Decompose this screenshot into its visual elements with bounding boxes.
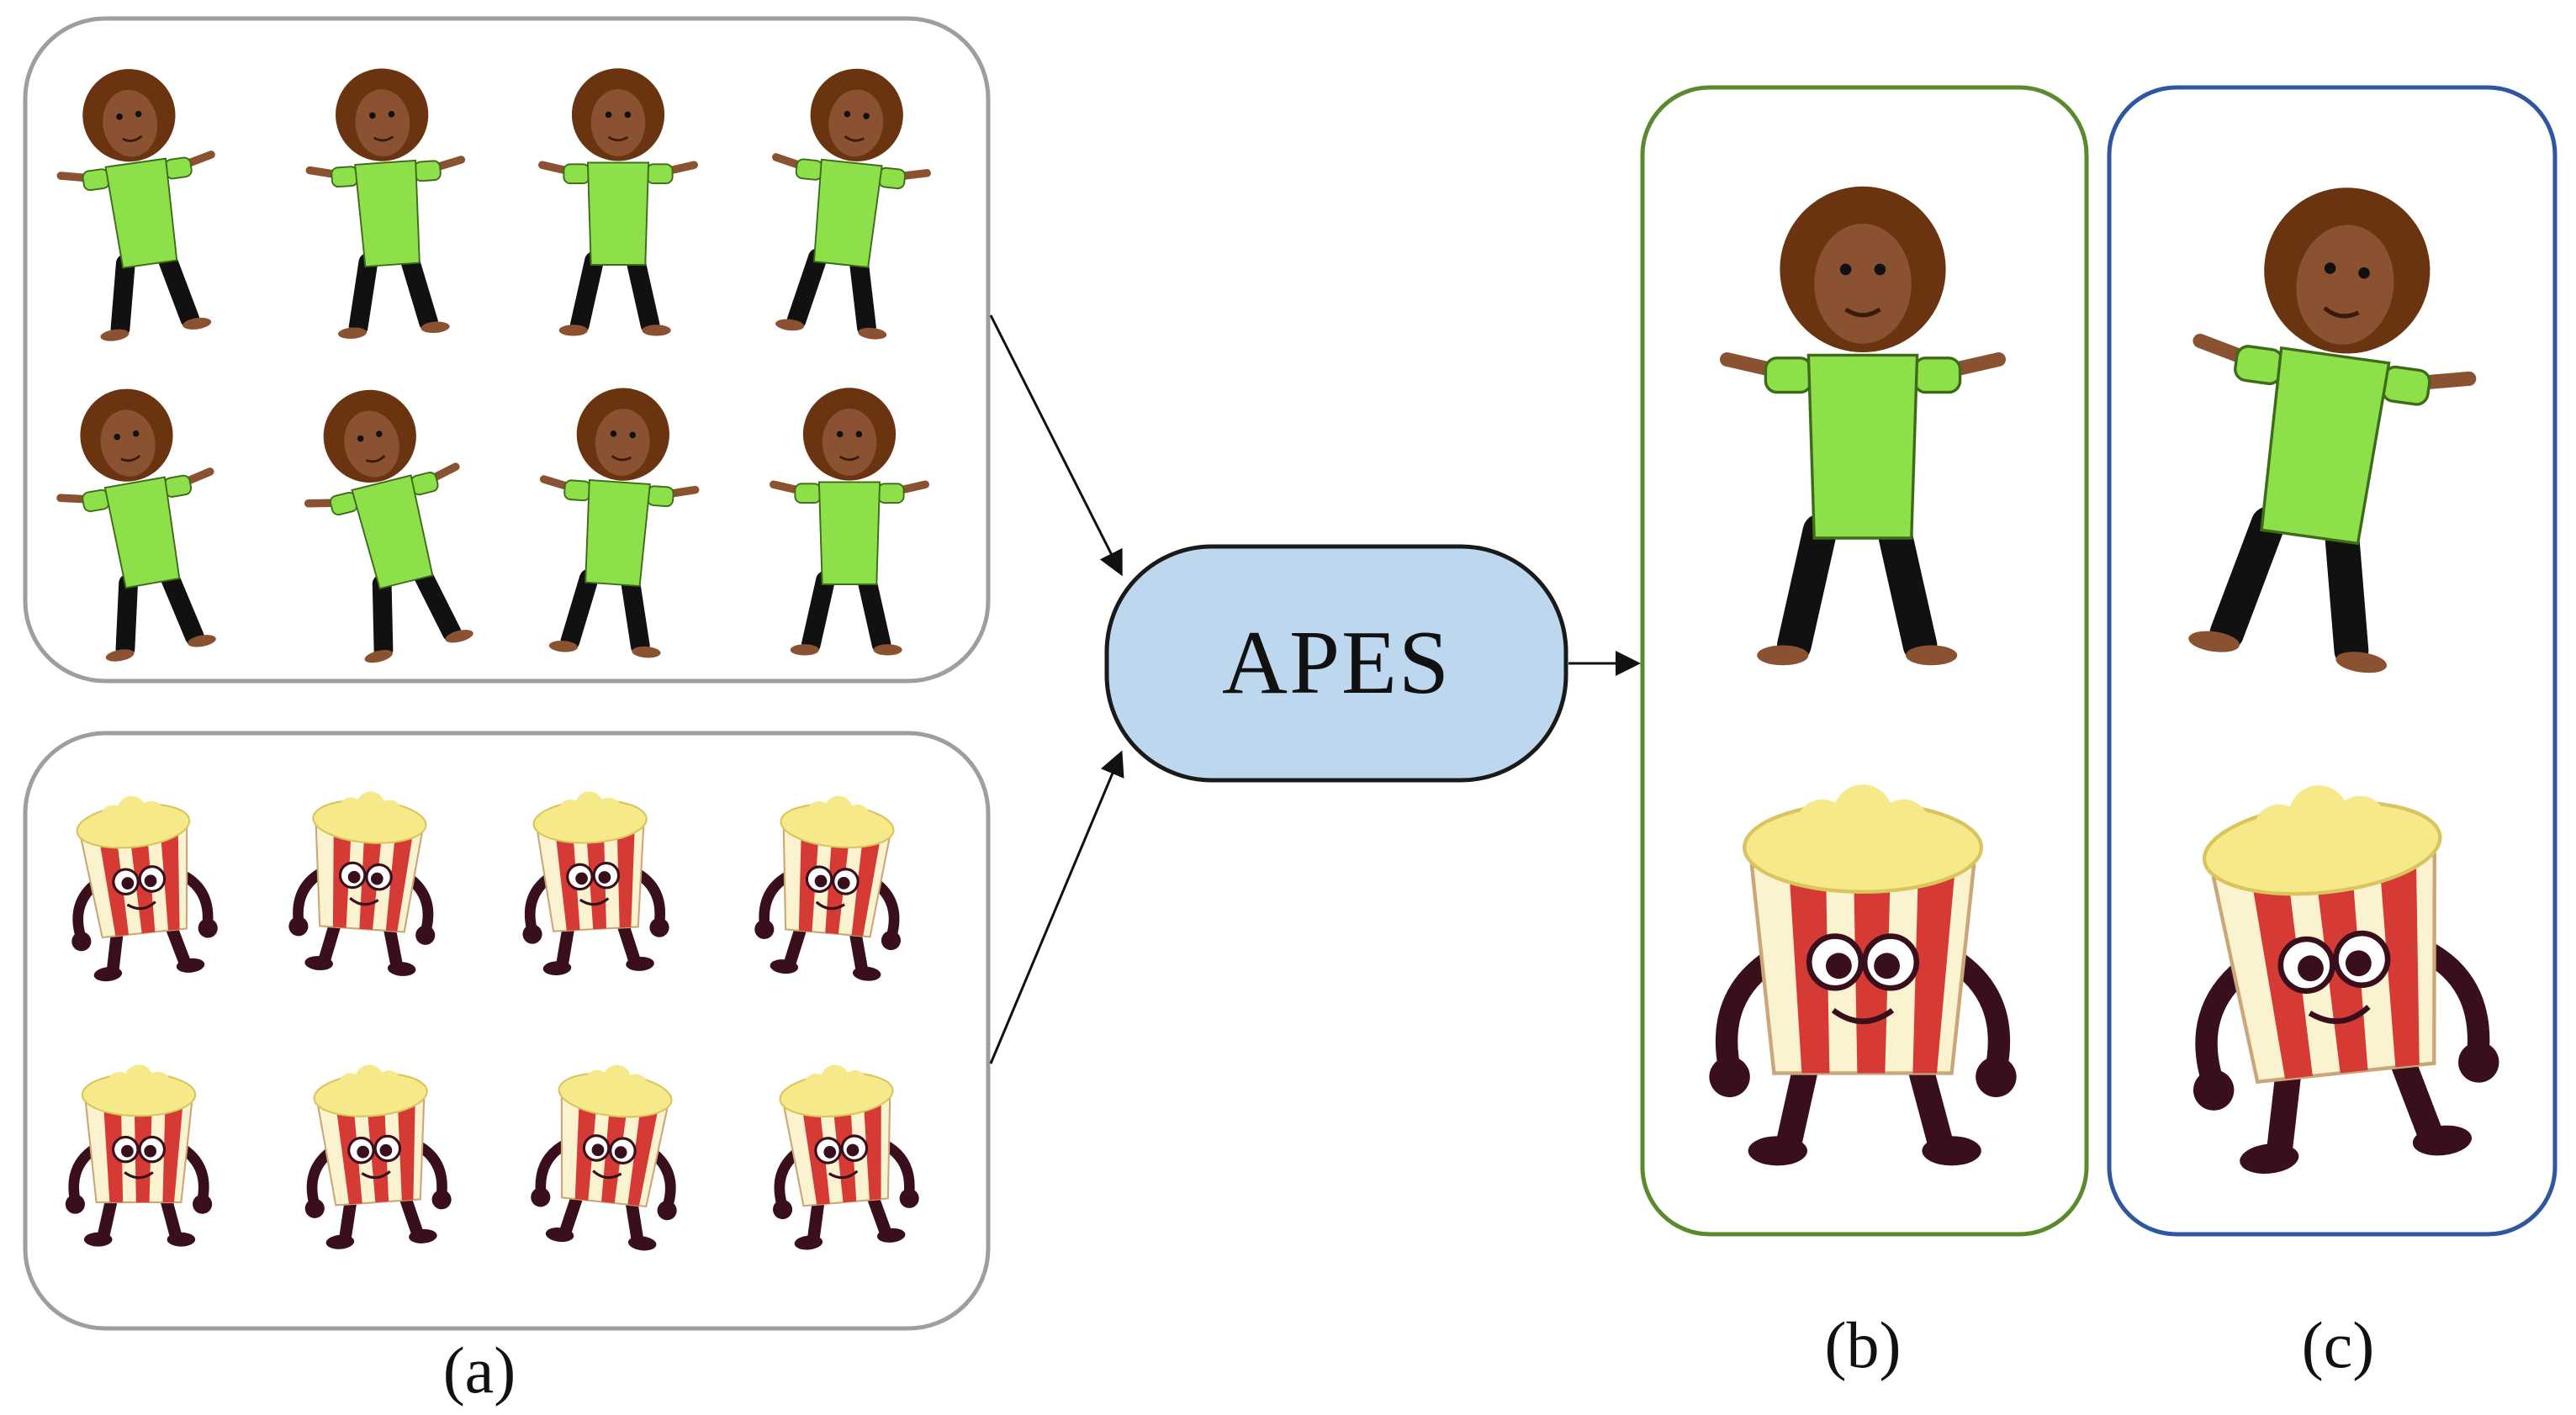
panel-b-output bbox=[1640, 85, 2089, 1237]
apes-model-box bbox=[1104, 544, 1568, 783]
caption-a: (a) bbox=[442, 1333, 516, 1407]
caption-b: (b) bbox=[1824, 1308, 1902, 1381]
caption-c: (c) bbox=[2301, 1308, 2375, 1381]
arrow-icon bbox=[989, 750, 1124, 1064]
panel-a-person-set bbox=[23, 16, 991, 684]
panel-a-popcorn-set bbox=[23, 731, 991, 1331]
apes-label: APES bbox=[1221, 613, 1452, 713]
arrow-icon bbox=[989, 314, 1123, 577]
